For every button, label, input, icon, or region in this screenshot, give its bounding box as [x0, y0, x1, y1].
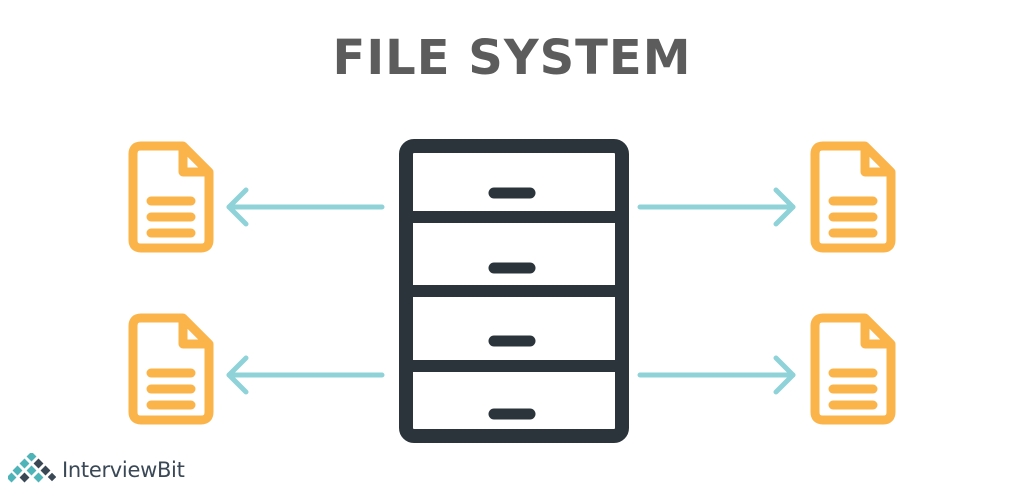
- arrow-right-icon: [637, 187, 796, 227]
- brand: InterviewBit: [8, 452, 185, 488]
- document-icon: [133, 318, 209, 420]
- document-icon: [133, 146, 209, 248]
- file-cabinet-icon: [399, 139, 629, 443]
- interviewbit-logo-icon: [8, 453, 56, 483]
- arrow-left-icon: [226, 187, 385, 227]
- brand-name: InterviewBit: [62, 458, 185, 482]
- document-icon: [815, 318, 891, 420]
- arrow-left-icon: [226, 355, 385, 395]
- arrow-right-icon: [637, 355, 796, 395]
- page-title: FILE SYSTEM: [332, 30, 692, 86]
- document-icon: [815, 146, 891, 248]
